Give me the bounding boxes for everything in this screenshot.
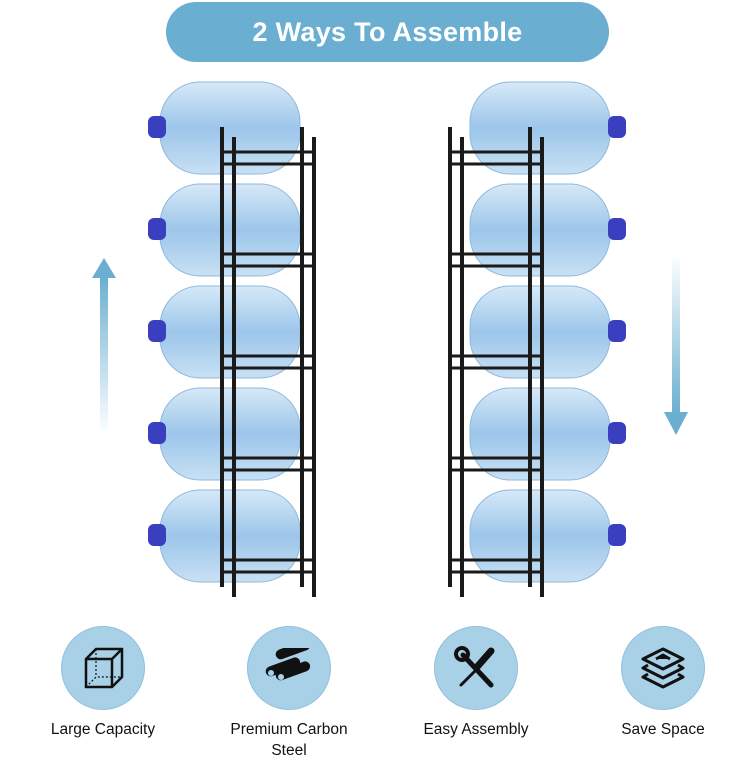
bottle-cap [608, 320, 626, 342]
water-bottle [159, 489, 301, 583]
water-bottle [159, 285, 301, 379]
bottle-cap [608, 218, 626, 240]
tools-icon [434, 626, 518, 710]
feature-premium-carbon-steel: Premium Carbon Steel [199, 626, 379, 761]
arrow-down-icon [664, 255, 688, 435]
water-bottle [159, 387, 301, 481]
bottle-cap [608, 116, 626, 138]
bottle-cap [148, 218, 166, 240]
title-banner: 2 Ways To Assemble [166, 2, 609, 62]
right-rack-bottles-caps-right [448, 81, 626, 597]
feature-label: Large Capacity [50, 721, 156, 738]
feature-large-capacity: Large Capacity [13, 626, 193, 740]
feature-save-space: Save Space [573, 626, 753, 740]
water-bottle [159, 183, 301, 277]
bottle-cap [608, 422, 626, 444]
bottle-cap [148, 524, 166, 546]
product-illustration [92, 81, 688, 597]
banner-title: 2 Ways To Assemble [252, 16, 523, 47]
water-bottle [159, 81, 301, 175]
feature-label: Save Space [621, 721, 705, 738]
bottle-cap [148, 320, 166, 342]
bottle-cap [148, 422, 166, 444]
bottle-cap [148, 116, 166, 138]
feature-easy-assembly: Easy Assembly [386, 626, 566, 740]
arrow-up-icon [92, 258, 116, 435]
cube-icon [61, 626, 145, 710]
bottle-cap [608, 524, 626, 546]
left-rack-bottles-caps-left [148, 81, 316, 597]
feature-label: Easy Assembly [423, 721, 529, 738]
stacked-layers-icon [621, 626, 705, 710]
steel-pipes-icon [247, 626, 331, 710]
